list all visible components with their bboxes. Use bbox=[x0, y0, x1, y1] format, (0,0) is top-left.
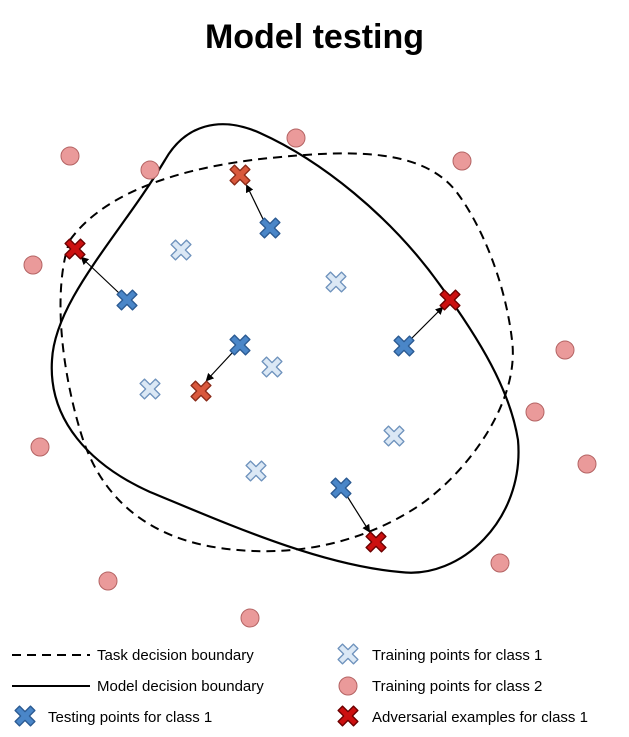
legend-training-class2-label: Training points for class 2 bbox=[372, 678, 542, 695]
training-point-class2 bbox=[30, 437, 50, 457]
testing-point-class1 bbox=[229, 334, 251, 356]
adversarial-example-class1 bbox=[229, 164, 251, 186]
legend-testing-class1-swatch bbox=[14, 705, 36, 727]
legend: Task decision boundary Model decision bo… bbox=[12, 643, 588, 727]
legend-model-boundary-label: Model decision boundary bbox=[97, 678, 264, 695]
training-point-class1 bbox=[139, 378, 161, 400]
diagram-title: Model testing bbox=[204, 18, 425, 56]
adversarial-example-class1 bbox=[64, 238, 86, 260]
training-point-class2 bbox=[23, 255, 43, 275]
training-point-class2 bbox=[577, 454, 597, 474]
perturbation-arrow bbox=[409, 306, 444, 341]
legend-training-class1-swatch bbox=[337, 643, 359, 665]
training-point-class1 bbox=[383, 425, 405, 447]
testing-point-class1 bbox=[116, 289, 138, 311]
training-point-class1 bbox=[325, 271, 347, 293]
testing-point-class1 bbox=[330, 477, 352, 499]
training-point-class2 bbox=[286, 128, 306, 148]
legend-testing-class1-label: Testing points for class 1 bbox=[48, 709, 212, 726]
training-point-class1 bbox=[170, 239, 192, 261]
testing-point-class1 bbox=[393, 335, 415, 357]
model-decision-boundary bbox=[50, 123, 520, 574]
training-point-class1 bbox=[245, 460, 267, 482]
training-point-class2 bbox=[60, 146, 80, 166]
training-points-class1 bbox=[139, 239, 405, 482]
training-point-class2 bbox=[490, 553, 510, 573]
training-point-class2 bbox=[555, 340, 575, 360]
training-points-class2 bbox=[23, 128, 597, 628]
perturbation-arrow bbox=[80, 256, 120, 294]
legend-adversarial-class1-label: Adversarial examples for class 1 bbox=[372, 709, 588, 726]
training-point-class2 bbox=[240, 608, 260, 628]
training-point-class1 bbox=[261, 356, 283, 378]
perturbation-arrows bbox=[80, 184, 444, 533]
training-point-class2 bbox=[98, 571, 118, 591]
perturbation-arrow bbox=[246, 184, 264, 220]
adversarial-example-class1 bbox=[365, 531, 387, 553]
perturbation-arrow bbox=[346, 495, 371, 533]
training-point-class2 bbox=[452, 151, 472, 171]
adversarial-example-class1 bbox=[190, 380, 212, 402]
legend-training-class1-label: Training points for class 1 bbox=[372, 647, 542, 664]
perturbation-arrow bbox=[205, 351, 234, 382]
training-point-class2 bbox=[525, 402, 545, 422]
legend-training-class2-swatch bbox=[338, 676, 358, 696]
adversarial-example-class1 bbox=[439, 289, 461, 311]
legend-task-boundary-label: Task decision boundary bbox=[97, 647, 254, 664]
legend-adversarial-class1-swatch bbox=[337, 705, 359, 727]
testing-point-class1 bbox=[259, 217, 281, 239]
training-point-class2 bbox=[140, 160, 160, 180]
